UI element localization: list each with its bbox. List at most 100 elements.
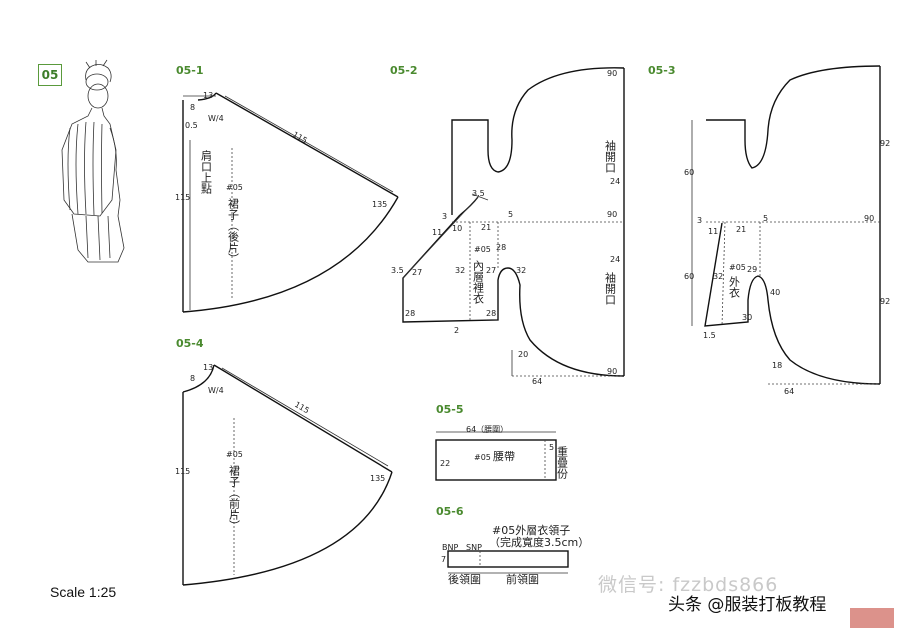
panel-05-4: 13 8 W/4 115 115 135 #05 裙子（前片） (175, 363, 393, 586)
p1-piece-label: 裙子（後片） (227, 198, 240, 264)
p5-waist-dim: 64（腰圍） (466, 425, 508, 434)
p1-dim-115: 115 (175, 193, 190, 202)
p2-dim-20: 20 (518, 350, 528, 359)
p2-dim-35b: 3.5 (391, 266, 404, 275)
p2-dim-64: 64 (532, 377, 542, 386)
p1-dim-05: 0.5 (185, 121, 198, 130)
section-label-05-4: 05-4 (176, 337, 204, 350)
p2-dim-11: 11 (432, 228, 442, 237)
p3-dim-60a: 60 (684, 168, 694, 177)
p2-dim-24a: 24 (610, 177, 620, 186)
p4-hem-curve (182, 471, 393, 586)
p4-dim-115b: 115 (293, 400, 311, 415)
p3-dim-92b: 92 (880, 297, 890, 306)
p3-lower-outline (704, 222, 881, 385)
p2-dim-28a: 28 (496, 243, 506, 252)
p6-collar-rect (447, 550, 569, 568)
toutiao-watermark: 头条 @服装打板教程 (668, 595, 827, 615)
panel-05-5: 64（腰圍） 22 5 #05 腰帶 重疊份 (435, 425, 569, 481)
p3-dim-3: 3 (697, 216, 702, 225)
p5-dim-22: 22 (440, 459, 450, 468)
p1-dim-w4: W/4 (208, 114, 224, 123)
p2-dim-28c: 28 (486, 309, 496, 318)
section-label-05-1: 05-1 (176, 64, 204, 77)
p3-dim-29: 29 (747, 265, 757, 274)
panel-05-3: 92 60 3 5 90 11 21 60 #05 外衣 32 29 40 92… (684, 65, 890, 396)
p5-code: #05 (474, 453, 491, 462)
p3-dim-32: 32 (713, 272, 723, 281)
p5-piece-label: 腰帶 (493, 450, 515, 463)
p4-side-seam (213, 364, 393, 473)
p1-hem-curve (182, 196, 399, 313)
section-label-05-6: 05-6 (436, 505, 464, 518)
p2-dim-28b: 28 (405, 309, 415, 318)
p4-dim-w4: W/4 (208, 386, 224, 395)
p3-dim-60b: 60 (684, 272, 694, 281)
wechat-watermark: 微信号: fzzbds866 (598, 574, 779, 596)
p6-front-neck: 前領圍 (506, 572, 539, 586)
p1-dim-13: 13 (203, 91, 213, 100)
p3-dim-11: 11 (708, 227, 718, 236)
watermark-logo (850, 608, 894, 628)
panel-05-6: #05外層衣領子 （完成寬度3.5cm） BNP SNP 7 後領圍 前領圍 (441, 523, 589, 586)
p2-dim-5: 5 (508, 210, 513, 219)
figure-illustration (61, 59, 125, 263)
p6-title-2: （完成寬度3.5cm） (489, 535, 589, 549)
p4-waist-curve (182, 364, 215, 393)
p3-dim-15: 1.5 (703, 331, 716, 340)
p2-dim-21: 21 (481, 223, 491, 232)
p4-code: #05 (226, 450, 243, 459)
p6-snp: SNP (466, 543, 482, 552)
p2-dim-24b: 24 (610, 255, 620, 264)
p1-shoulder-label: 肩口上點 (200, 149, 213, 195)
p1-dim-115b: 115 (291, 130, 309, 145)
p1-dim-135: 135 (372, 200, 387, 209)
p5-waistband-rect (435, 439, 557, 481)
p2-dim-3: 3 (442, 212, 447, 221)
p6-back-neck: 後領圍 (448, 572, 481, 586)
p6-title-1: #05外層衣領子 (492, 523, 570, 537)
section-label-05-5: 05-5 (436, 403, 464, 416)
pattern-number-badge: 05 (38, 64, 62, 86)
panel-05-2: 90 袖開口 24 3.5 3 5 90 11 10 21 28 24 袖開口 … (391, 67, 625, 386)
p3-dim-5: 5 (763, 214, 768, 223)
p2-dim-90c: 90 (607, 367, 617, 376)
p2-dim-2: 2 (454, 326, 459, 335)
p1-code: #05 (226, 183, 243, 192)
p1-side-seam (215, 92, 399, 198)
p3-upper-outline (706, 65, 881, 169)
p1-waist-curve (197, 92, 217, 101)
scale-label: Scale 1:25 (50, 584, 117, 600)
p2-dim-27a: 27 (412, 268, 422, 277)
p3-dim-92a: 92 (880, 139, 890, 148)
panel-05-1: 13 8 W/4 0.5 115 115 135 肩口上點 #05 裙子（後片） (175, 91, 399, 313)
p4-dim-13: 13 (203, 363, 213, 372)
p2-sleeve-open-2: 袖開口 (604, 271, 617, 305)
p6-bnp: BNP (442, 543, 458, 552)
p3-dim-30: 30 (742, 313, 752, 322)
p3-dim-21: 21 (736, 225, 746, 234)
p5-dim-5: 5 (549, 443, 554, 452)
p5-overlap-label: 重疊份 (556, 445, 569, 480)
p2-piece-label: 內層裡衣 (472, 260, 485, 304)
p2-upper-outline (451, 67, 625, 215)
p2-dim-10: 10 (452, 224, 462, 233)
p2-dim-27b: 27 (486, 266, 496, 275)
section-label-05-3: 05-3 (648, 64, 676, 77)
p4-dim-115: 115 (175, 467, 190, 476)
p1-dim-8: 8 (190, 103, 195, 112)
section-label-05-2: 05-2 (390, 64, 418, 77)
p2-code: #05 (474, 245, 491, 254)
p3-piece-label: 外衣 (728, 276, 741, 298)
p3-dim-40: 40 (770, 288, 780, 297)
p3-dim-90: 90 (864, 214, 874, 223)
p4-dim-8: 8 (190, 374, 195, 383)
p2-dim-32b: 32 (516, 266, 526, 275)
p2-dim-32a: 32 (455, 266, 465, 275)
p2-dim-35a: 3.5 (472, 189, 485, 198)
p4-dim-135: 135 (370, 474, 385, 483)
p2-sleeve-open-1: 袖開口 (604, 139, 617, 173)
p2-dim-90b: 90 (607, 210, 617, 219)
p2-lower-outline (402, 214, 625, 377)
